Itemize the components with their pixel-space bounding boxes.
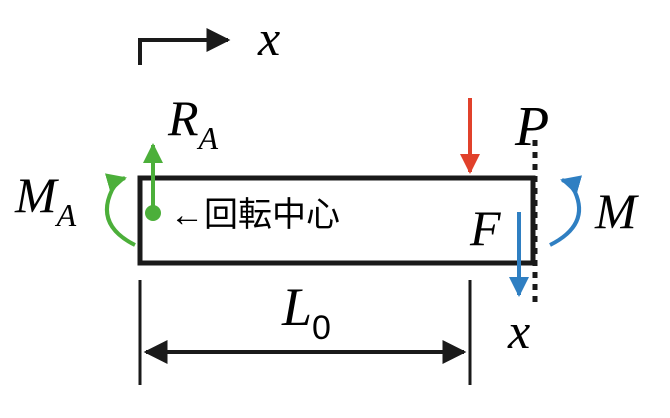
- x-axis-label-top: x: [257, 10, 280, 66]
- shear-force-label: F: [469, 200, 501, 256]
- rotation-center-label: ←回転中心: [170, 196, 340, 234]
- applied-load-label: P: [514, 96, 549, 158]
- reaction-moment-label: MA: [14, 167, 77, 233]
- bending-moment-arrow: [549, 175, 583, 247]
- length-label: L0: [281, 277, 331, 347]
- x-axis-direction-arrow: [138, 28, 231, 65]
- bending-moment-label: M: [594, 183, 639, 239]
- rotation-center-dot: [145, 205, 161, 221]
- beam: [137, 175, 536, 266]
- reaction-force-label: RA: [167, 90, 219, 156]
- x-axis-label-bottom: x: [507, 303, 530, 359]
- reaction-moment-arrow: [104, 173, 136, 247]
